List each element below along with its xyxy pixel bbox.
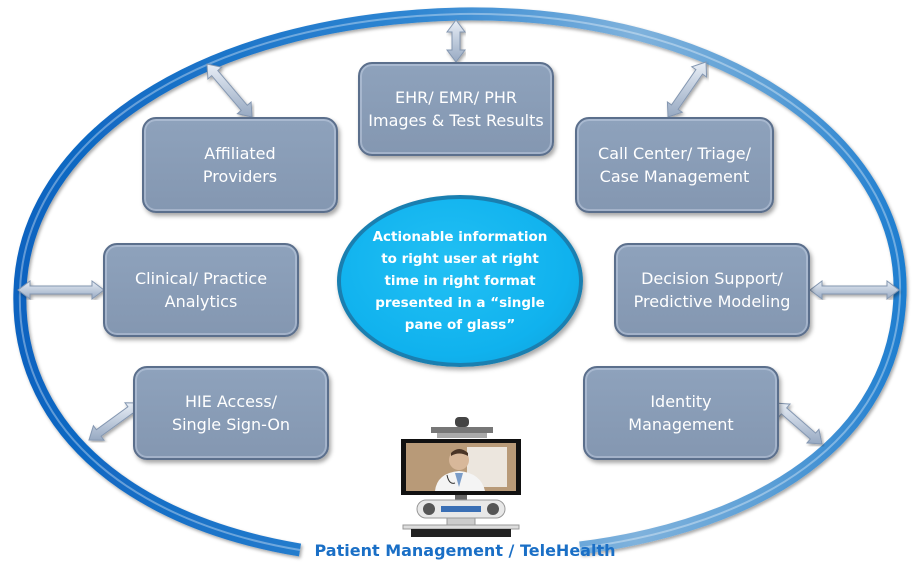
node-hie-access-label: HIE Access/ Single Sign-On [171, 392, 291, 434]
node-decision-support-label: Decision Support/ Predictive Modeling [633, 269, 791, 311]
arrow-identity-icon [774, 402, 823, 445]
arrow-ehr-icon [446, 19, 466, 63]
node-ehr: EHR/ EMR/ PHR Images & Test Results [358, 62, 554, 156]
arrow-decision-icon [809, 280, 900, 300]
node-call-center-label: Call Center/ Triage/ Case Management [598, 144, 751, 186]
center-oval: Actionable information to right user at … [337, 195, 583, 367]
node-call-center: Call Center/ Triage/ Case Management [575, 117, 774, 213]
node-identity-management: Identity Management [583, 366, 779, 460]
node-hie-access: HIE Access/ Single Sign-On [133, 366, 329, 460]
node-clinical-analytics: Clinical/ Practice Analytics [103, 243, 299, 337]
outer-ring-arc [13, 7, 907, 557]
node-ehr-label: EHR/ EMR/ PHR Images & Test Results [368, 88, 544, 130]
arrow-affiliated-icon [206, 63, 253, 118]
node-identity-management-label: Identity Management [628, 392, 734, 434]
arrow-clinical-icon [17, 280, 105, 300]
node-decision-support: Decision Support/ Predictive Modeling [614, 243, 810, 337]
arrow-call-center-icon [666, 61, 708, 118]
telehealth-cart-image [401, 417, 521, 537]
node-affiliated-providers: Affiliated Providers [142, 117, 338, 213]
node-affiliated-providers-label: Affiliated Providers [202, 144, 278, 186]
node-clinical-analytics-label: Clinical/ Practice Analytics [134, 269, 268, 311]
footer-title: Patient Management / TeleHealth [314, 541, 616, 560]
center-oval-text: Actionable information to right user at … [372, 229, 548, 333]
